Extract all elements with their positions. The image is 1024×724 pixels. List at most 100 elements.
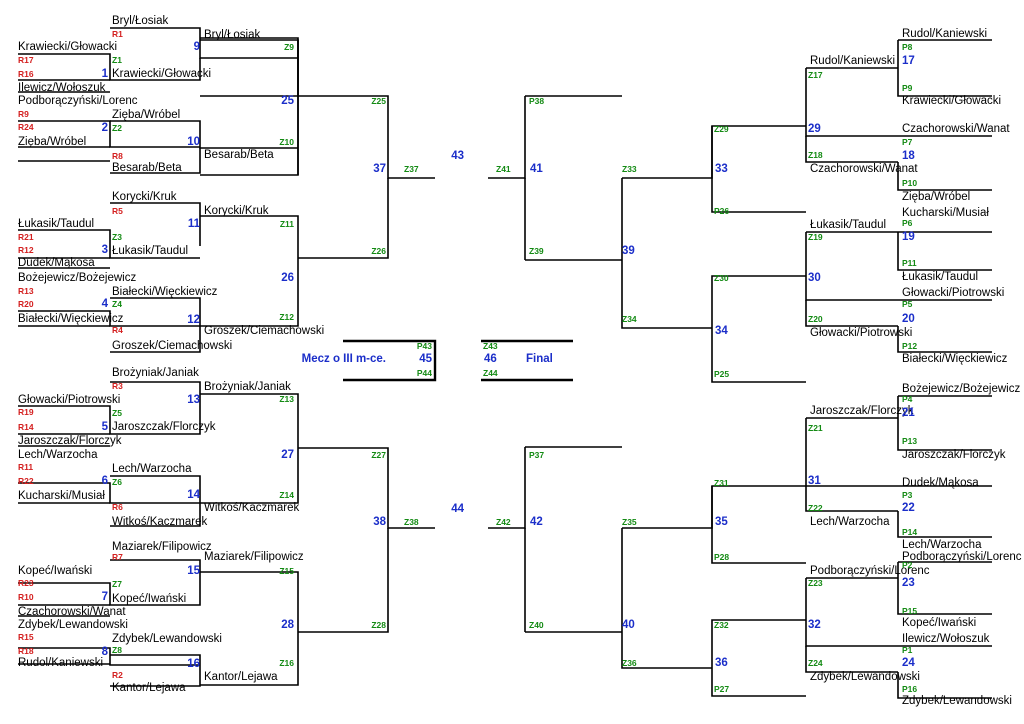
team-name: Korycki/Kruk xyxy=(204,205,269,217)
slot-code: Z14 xyxy=(279,490,294,500)
slot-code: Z44 xyxy=(483,368,498,378)
slot-code: P13 xyxy=(902,436,917,446)
slot-code: Z2 xyxy=(112,123,122,133)
match-number: 32 xyxy=(808,619,821,631)
match-number: 3 xyxy=(102,244,108,256)
bracket-line xyxy=(622,485,806,529)
team-name: Kucharski/Musiał xyxy=(902,207,989,219)
bracket-line xyxy=(711,126,806,213)
team-name: Łukasik/Taudul xyxy=(810,219,886,231)
team-name: Kopeć/Iwański xyxy=(112,593,186,605)
team-name: Bożejewicz/Bożejewicz xyxy=(902,383,1020,395)
slot-code: Z32 xyxy=(714,620,729,630)
slot-code: P27 xyxy=(714,684,729,694)
slot-code: Z3 xyxy=(112,232,122,242)
match-number: 30 xyxy=(808,272,821,284)
slot-code: Z37 xyxy=(404,164,419,174)
slot-code: Z13 xyxy=(279,394,294,404)
slot-code: Z16 xyxy=(279,658,294,668)
team-name: Czachorowski/Wanat xyxy=(18,606,126,618)
team-name: Zdybek/Lewandowski xyxy=(810,671,920,683)
match-number: 15 xyxy=(187,565,200,577)
team-name: Groszek/Ciemachowski xyxy=(204,325,324,337)
bracket-line xyxy=(711,619,806,668)
bracket-line xyxy=(298,95,435,179)
slot-code: Z9 xyxy=(284,42,294,52)
slot-code: P28 xyxy=(714,552,729,562)
bracket-line xyxy=(200,258,299,327)
seed-code: R19 xyxy=(18,407,34,417)
third-place-label: Mecz o III m-ce. xyxy=(302,353,386,365)
team-name: Dudek/Mąkosa xyxy=(18,257,95,269)
match-number: 23 xyxy=(902,577,915,589)
seed-code: R10 xyxy=(18,592,34,602)
slot-code: Z6 xyxy=(112,477,122,487)
seed-code: R14 xyxy=(18,422,34,432)
bracket-line xyxy=(110,27,298,59)
team-name: Brożyniak/Janiak xyxy=(204,381,291,393)
slot-code: P44 xyxy=(417,368,432,378)
match-number: 11 xyxy=(188,218,201,230)
seed-code: R12 xyxy=(18,245,34,255)
bracket-line xyxy=(621,178,712,329)
team-name: Bryl/Łosiak xyxy=(204,29,260,41)
slot-code: Z38 xyxy=(404,517,419,527)
seed-code: R7 xyxy=(112,552,123,562)
slot-code: P3 xyxy=(902,490,913,500)
bracket-line xyxy=(200,448,299,504)
match-number: 26 xyxy=(281,272,294,284)
team-name: Maziarek/Filipowicz xyxy=(112,541,212,553)
bracket-line xyxy=(200,37,299,96)
team-name: Zdybek/Lewandowski xyxy=(112,633,222,645)
match-number: 4 xyxy=(102,298,109,310)
slot-code: Z12 xyxy=(279,312,294,322)
team-name: Zdybek/Lewandowski xyxy=(902,695,1012,707)
bracket-line xyxy=(298,447,435,529)
team-name: Rudol/Kaniewski xyxy=(902,28,987,40)
slot-code: Z11 xyxy=(280,219,294,229)
seed-code: R23 xyxy=(18,578,34,588)
slot-code: Z25 xyxy=(371,96,386,106)
bracket-line xyxy=(897,672,992,699)
bracket-line xyxy=(110,202,201,246)
team-name: Lech/Warzocha xyxy=(112,463,192,475)
match-number: 24 xyxy=(902,657,915,669)
slot-code: Z33 xyxy=(622,164,637,174)
team-name: Białecki/Więckiewicz xyxy=(112,286,218,298)
slot-code: Z28 xyxy=(371,620,386,630)
seed-code: R17 xyxy=(18,55,34,65)
seed-code: R9 xyxy=(18,109,29,119)
match-number: 22 xyxy=(902,502,915,514)
seed-code: R2 xyxy=(112,670,123,680)
bracket-line xyxy=(897,40,992,97)
match-number: 44 xyxy=(451,503,464,515)
team-name: Białecki/Więckiewicz xyxy=(18,313,124,325)
slot-code: Z23 xyxy=(808,578,823,588)
slot-code: P11 xyxy=(902,258,917,268)
seed-code: R13 xyxy=(18,286,34,296)
final-label: Final xyxy=(526,353,553,365)
slot-code: Z36 xyxy=(622,658,637,668)
seed-code: R4 xyxy=(112,325,123,335)
team-name: Głowacki/Piotrowski xyxy=(902,287,1004,299)
bracket-line xyxy=(805,578,898,647)
bracket-line xyxy=(711,668,806,697)
match-number: 27 xyxy=(281,449,294,461)
slot-code: Z42 xyxy=(496,517,511,527)
bracket-line xyxy=(200,96,299,176)
match-number: 46 xyxy=(484,353,497,365)
team-name: Besarab/Beta xyxy=(112,162,182,174)
slot-code: P2 xyxy=(902,560,913,570)
team-name: Czachorowski/Wanat xyxy=(902,123,1010,135)
bracket-line xyxy=(110,654,201,665)
match-number: 13 xyxy=(187,394,200,406)
team-name: Zdybek/Lewandowski xyxy=(18,619,128,631)
match-number: 1 xyxy=(102,68,109,80)
slot-code: Z1 xyxy=(112,55,122,65)
seed-code: R18 xyxy=(18,646,34,656)
seed-code: R3 xyxy=(112,381,123,391)
team-name: Głowacki/Piotrowski xyxy=(18,394,120,406)
match-number: 36 xyxy=(715,657,728,669)
slot-code: Z4 xyxy=(112,299,122,309)
slot-code: P16 xyxy=(902,684,917,694)
